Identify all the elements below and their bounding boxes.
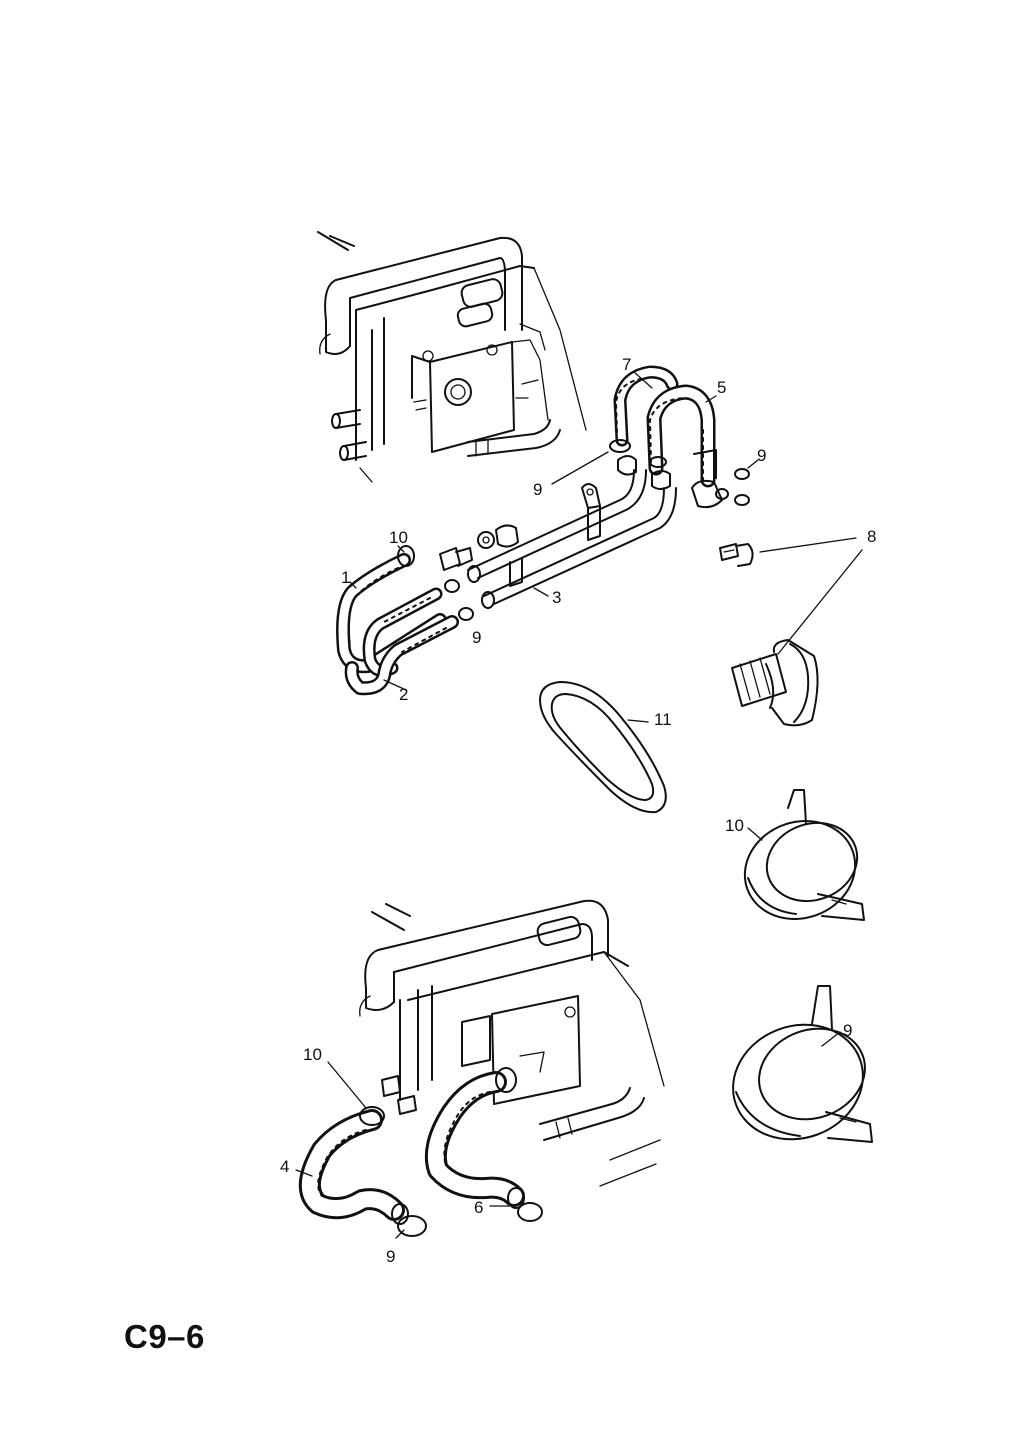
label-part-10: 10 xyxy=(303,1045,322,1064)
leader-lines xyxy=(295,371,863,1239)
upper-engine-assembly xyxy=(317,231,587,483)
label-part-2: 2 xyxy=(399,685,408,704)
upper-hose-group xyxy=(336,365,750,696)
bolt-8-small xyxy=(719,543,754,567)
belt-11 xyxy=(539,681,667,814)
label-part-5: 5 xyxy=(717,378,726,397)
label-part-11: 11 xyxy=(654,710,672,729)
clamp-9-detail xyxy=(732,985,873,1143)
label-part-6: 6 xyxy=(474,1198,483,1217)
label-part-9: 9 xyxy=(757,446,766,465)
label-part-7: 7 xyxy=(622,355,631,374)
clamp-10-detail xyxy=(743,789,865,921)
label-part-9: 9 xyxy=(843,1021,852,1040)
label-part-1: 1 xyxy=(341,568,350,587)
label-part-10: 10 xyxy=(389,528,408,547)
label-part-9: 9 xyxy=(533,480,542,499)
part-labels: 7 5 9 9 8 10 1 3 9 2 11 10 9 10 4 6 9 xyxy=(280,355,876,1266)
page-code: C9–6 xyxy=(124,1318,205,1355)
lower-engine-assembly xyxy=(359,899,665,1187)
label-part-10: 10 xyxy=(725,816,744,835)
label-part-8: 8 xyxy=(867,527,876,546)
bolt-8-large xyxy=(731,639,819,727)
label-part-9: 9 xyxy=(472,628,481,647)
label-part-4: 4 xyxy=(280,1157,289,1176)
lower-hose-group xyxy=(299,1067,543,1237)
label-part-3: 3 xyxy=(552,588,561,607)
label-part-9: 9 xyxy=(386,1247,395,1266)
